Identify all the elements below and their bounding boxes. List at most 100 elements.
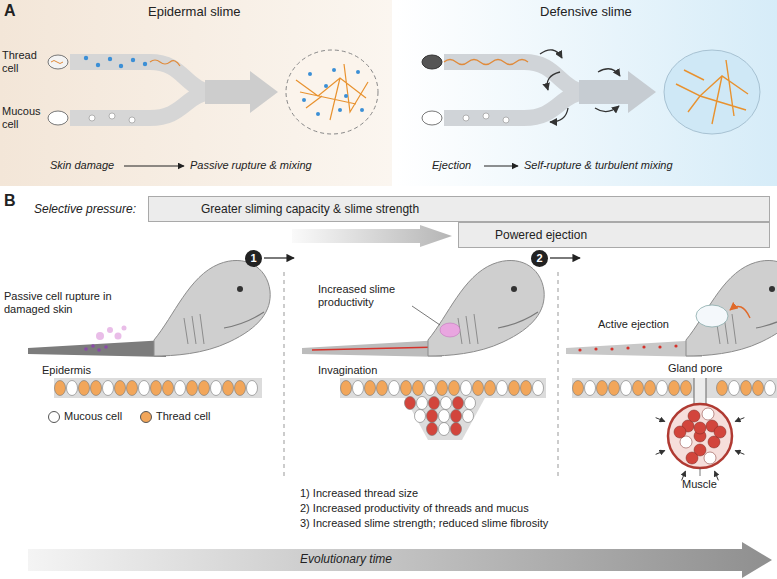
tissue-sections [694, 378, 706, 404]
tissue-sections [439, 423, 450, 436]
process-arrow [484, 166, 518, 167]
mucus-granules [109, 113, 115, 119]
cell-label: Thread cell [2, 49, 46, 75]
panel-ground [396, 0, 777, 186]
tissue-label: Invagination [318, 364, 377, 377]
vesicles [84, 56, 88, 60]
slime-blob [296, 64, 368, 120]
shark-3 [674, 344, 677, 347]
tissue-sections [585, 381, 596, 396]
tissue-sections [674, 426, 686, 438]
flow-channels [205, 71, 278, 113]
pressure-bar: Greater sliming capacity & slime strengt… [148, 196, 770, 222]
panel-ground [0, 0, 777, 186]
tissue-sections [341, 381, 352, 396]
tissue-sections [91, 381, 102, 396]
shark-1 [28, 340, 166, 357]
cell-icons [422, 55, 442, 69]
slime-blob [324, 84, 328, 88]
shark-2 [440, 323, 460, 337]
shark-1 [96, 326, 127, 341]
tissue-sections [187, 381, 198, 396]
tissue-sections [735, 451, 744, 455]
shark-1 [154, 260, 270, 356]
tissue-sections [621, 381, 632, 396]
tissue-sections [765, 381, 776, 396]
tissue-sections [413, 381, 424, 396]
shark-2 [302, 260, 544, 357]
cell-icons [48, 55, 68, 69]
process-arrow [124, 166, 184, 167]
mucus-granules [129, 117, 135, 123]
tissue-sections [686, 452, 698, 464]
tissue-sections [365, 381, 376, 396]
tissue-sections [451, 410, 462, 423]
tissue-sections [753, 381, 764, 396]
tissue-sections [425, 381, 436, 396]
shark-2 [302, 340, 442, 357]
panel-title: Defensive slime [540, 4, 632, 19]
axis-label: Selective pressure: [34, 202, 136, 216]
tissue-sections [54, 378, 262, 398]
tissue-sections [163, 381, 174, 396]
shark-3 [686, 260, 777, 356]
list-item: 3) Increased slime strength; reduced sli… [300, 517, 548, 530]
legend-item: Mucous cell [48, 410, 122, 423]
tissue-sections [404, 396, 486, 440]
cell-icons [51, 61, 63, 64]
stage-arrow [264, 257, 294, 258]
vesicles [96, 63, 100, 67]
tissue-sections [417, 397, 428, 410]
slime-blob [344, 94, 348, 98]
shark-1 [84, 344, 108, 352]
tissue-sections [668, 404, 732, 468]
tissue-sections [669, 381, 680, 396]
tissue-sections [127, 381, 138, 396]
thread [444, 60, 528, 65]
step-label: Ejection [432, 159, 471, 172]
tissue-sections [485, 381, 496, 396]
tissue-sections [463, 410, 474, 423]
turbulence-arrows [598, 69, 620, 76]
tissue-sections [521, 381, 532, 396]
turbulence-arrows [550, 108, 568, 122]
mucus-granules [89, 115, 95, 121]
slime-blob [308, 72, 312, 76]
tissue-sections [427, 423, 438, 436]
turbulence-arrows [540, 50, 562, 58]
tissue-sections [509, 381, 520, 396]
tissue-sections [465, 397, 476, 410]
shark-2 [428, 260, 544, 356]
tissue-sections [656, 418, 665, 422]
tissue-label: Gland pore [668, 362, 722, 375]
vesicles [108, 57, 112, 61]
tissue-sections [211, 381, 222, 396]
tissue-sections [656, 451, 665, 455]
tissue-sections [681, 381, 692, 396]
tissue-sections [429, 397, 440, 410]
callout-number: 1 [245, 250, 262, 267]
tissue-sections [694, 422, 706, 434]
slime-blob [286, 50, 378, 134]
slime-blob [316, 112, 320, 116]
leader-line [700, 468, 701, 476]
tissue-sections [441, 397, 452, 410]
legend-swatch [48, 411, 60, 423]
leader-line [700, 468, 701, 476]
shark-1 [91, 344, 95, 348]
pressure-bar: Powered ejection [458, 222, 770, 248]
shark-1 [84, 347, 88, 351]
flow-channels [70, 62, 215, 118]
shark-2 [412, 306, 440, 325]
tissue-sections [353, 381, 364, 396]
tissue-sections [415, 410, 426, 423]
tissue-sections [151, 381, 162, 396]
tissue-sections [694, 378, 706, 406]
tissue-sections [714, 426, 726, 438]
tissue-label: Muscle [682, 478, 717, 491]
panel-ground [0, 0, 392, 186]
tissue-sections [473, 381, 484, 396]
tissue-sections [79, 381, 90, 396]
shark-3 [610, 347, 613, 350]
